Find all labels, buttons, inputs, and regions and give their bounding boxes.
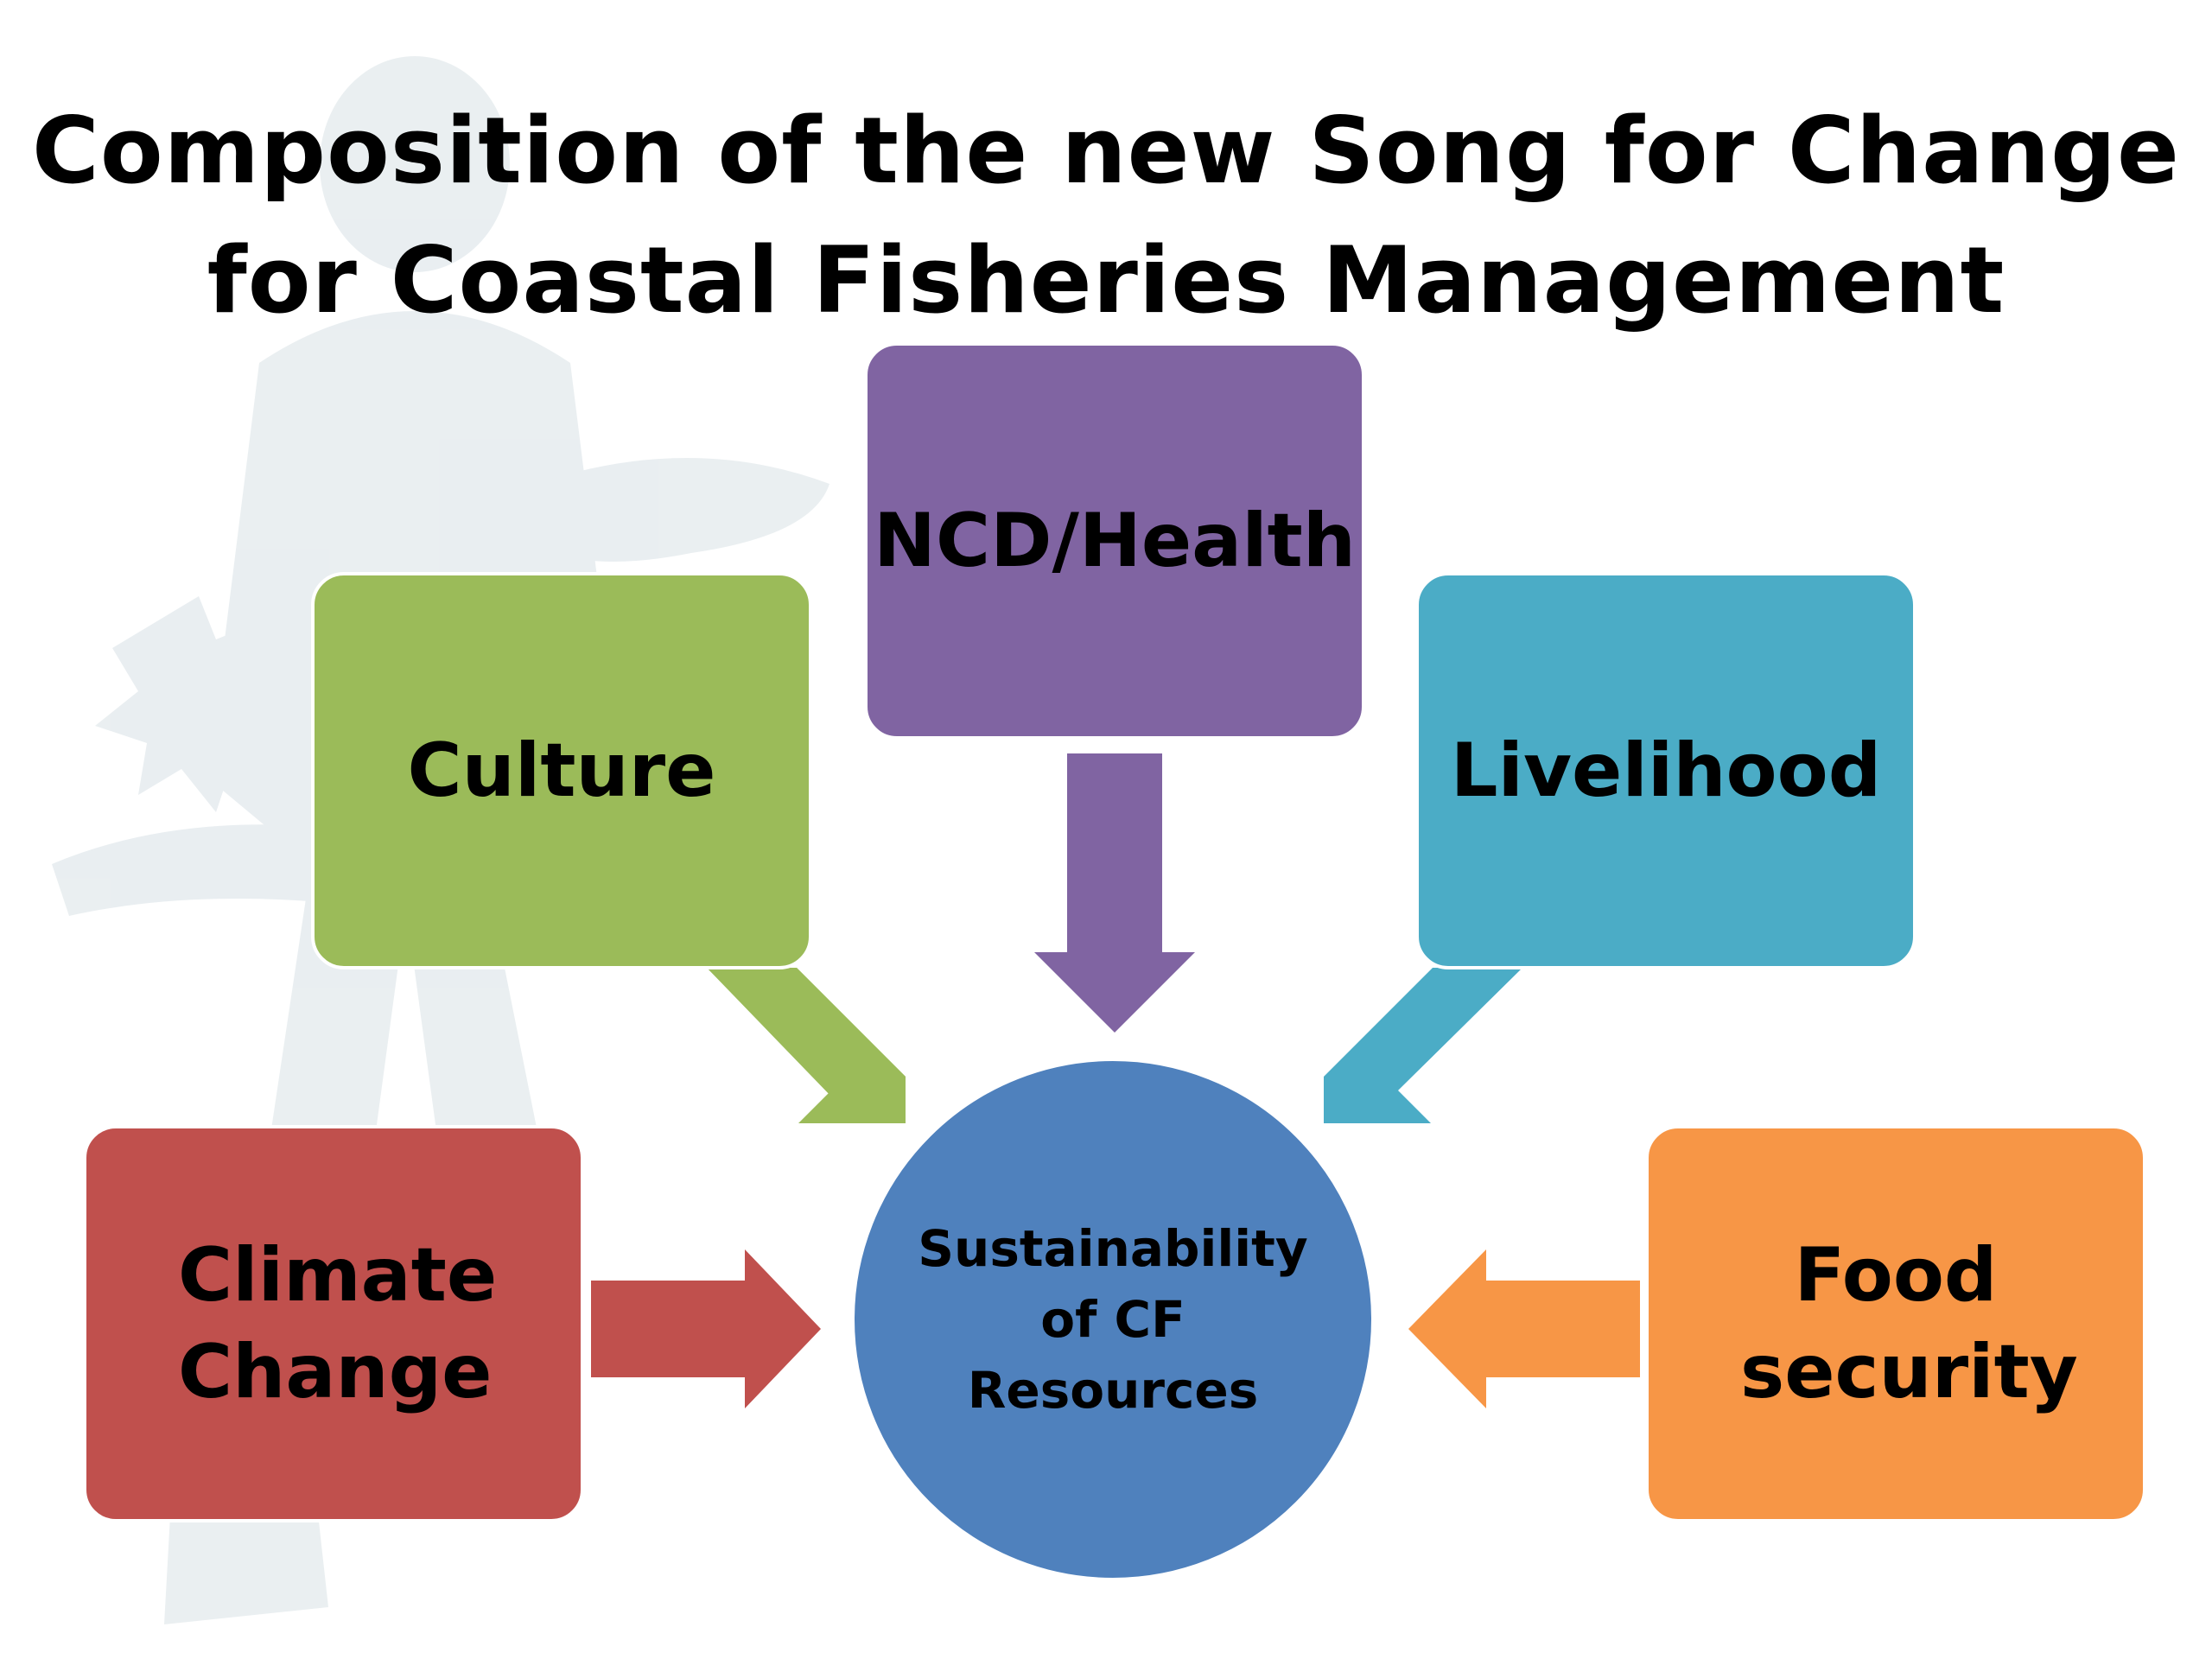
center-label: Sustainability of CF Resources [918, 1219, 1308, 1420]
box-culture: Culture [311, 572, 812, 969]
title-line-2: for Coastal Fisheries Management [207, 227, 2005, 334]
box-food-security: Food security [1645, 1125, 2146, 1522]
center-circle-sustainability: Sustainability of CF Resources [849, 1056, 1376, 1583]
box-livelihood-label: Livelihood [1450, 728, 1882, 814]
page-title: Composition of the new Song for Change f… [0, 86, 2212, 346]
box-climate-change-label: Climate Change [178, 1232, 498, 1415]
title-line-1: Composition of the new Song for Change [32, 98, 2180, 204]
box-ncd-health-label: NCD/Health [873, 498, 1357, 584]
box-climate-change: Climate Change [83, 1125, 584, 1522]
box-culture-label: Culture [407, 728, 716, 814]
box-livelihood: Livelihood [1415, 572, 1916, 969]
arrow-climate-change [591, 1249, 821, 1408]
arrow-ncd-health [1034, 753, 1195, 1033]
arrow-food-security [1408, 1249, 1640, 1408]
arrow-livelihood [1324, 968, 1522, 1123]
box-ncd-health: NCD/Health [864, 342, 1365, 740]
box-food-security-label: Food security [1740, 1232, 2078, 1415]
